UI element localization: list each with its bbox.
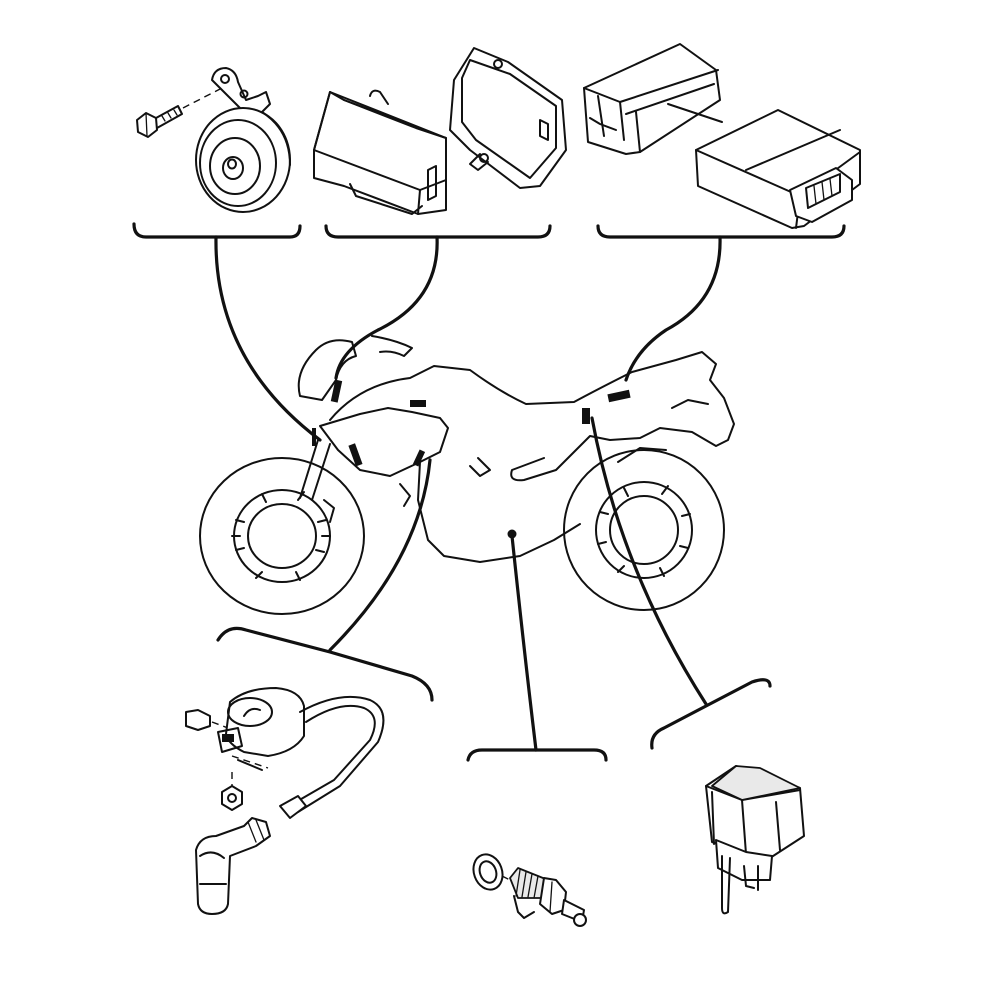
ecu-bracket <box>596 224 846 239</box>
neutral-switch-bracket <box>466 748 608 762</box>
rectifier-regulator-bracket <box>324 224 552 239</box>
horn-bracket <box>132 222 302 239</box>
relay-location-marker <box>582 408 590 424</box>
motorcycle-outline <box>199 335 735 615</box>
coil-location-marker-a <box>348 443 363 467</box>
leader-lines <box>214 235 722 752</box>
neutral-switch-location-marker <box>507 529 517 539</box>
ignition-coil-bracket <box>216 626 434 702</box>
ecu-icon <box>583 43 861 229</box>
location-markers <box>312 379 631 539</box>
front-wheel <box>199 457 365 615</box>
relay-bracket <box>650 678 772 750</box>
neutral-switch-icon <box>472 853 587 927</box>
horn-location-marker <box>312 428 316 446</box>
coil-location-marker-c <box>412 449 426 467</box>
rear-wheel <box>563 449 725 611</box>
relay-icon <box>705 765 805 915</box>
rectifier-regulator-icon <box>313 47 567 215</box>
ecu-location-marker <box>607 389 631 403</box>
horn-icon <box>136 67 291 213</box>
ignition-coil-icon <box>185 687 385 915</box>
coil-location-marker-b <box>410 400 426 407</box>
rectifier-location-marker <box>330 379 343 403</box>
